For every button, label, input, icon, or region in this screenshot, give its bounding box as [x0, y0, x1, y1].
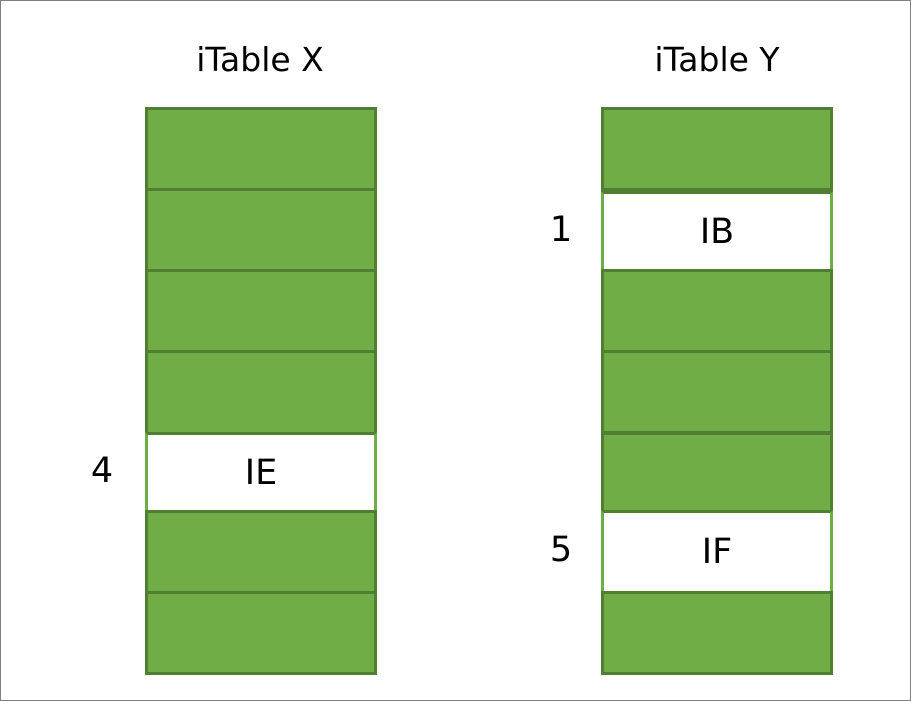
itable-y-row-3: [601, 350, 833, 434]
itable-y-index-5: 5: [549, 530, 573, 570]
itable-y-title: iTable Y: [654, 40, 780, 79]
itable-x-title: iTable X: [196, 40, 324, 79]
itable-y-row-6: [601, 591, 833, 675]
itable-x-index-4: 4: [90, 450, 114, 491]
itable-y-row-0: [601, 107, 833, 191]
itable-x-row-1: [145, 188, 377, 272]
itable-x-row-6: [145, 591, 377, 675]
itable-x-row-3: [145, 350, 377, 435]
itable-x-row-4: IE: [145, 432, 377, 513]
itable-y-row-4: [601, 432, 833, 513]
itable-x-row-2: [145, 269, 377, 353]
itable-y-row-2: [601, 269, 833, 353]
itable-y: IB IF: [601, 107, 833, 675]
itable-y-row-1: IB: [601, 191, 833, 272]
itable-y-row-5: IF: [601, 510, 833, 594]
itable-y-index-1: 1: [549, 209, 573, 250]
itable-x-row-0: [145, 107, 377, 191]
itable-x: IE: [145, 107, 377, 675]
itable-x-row-5: [145, 510, 377, 594]
